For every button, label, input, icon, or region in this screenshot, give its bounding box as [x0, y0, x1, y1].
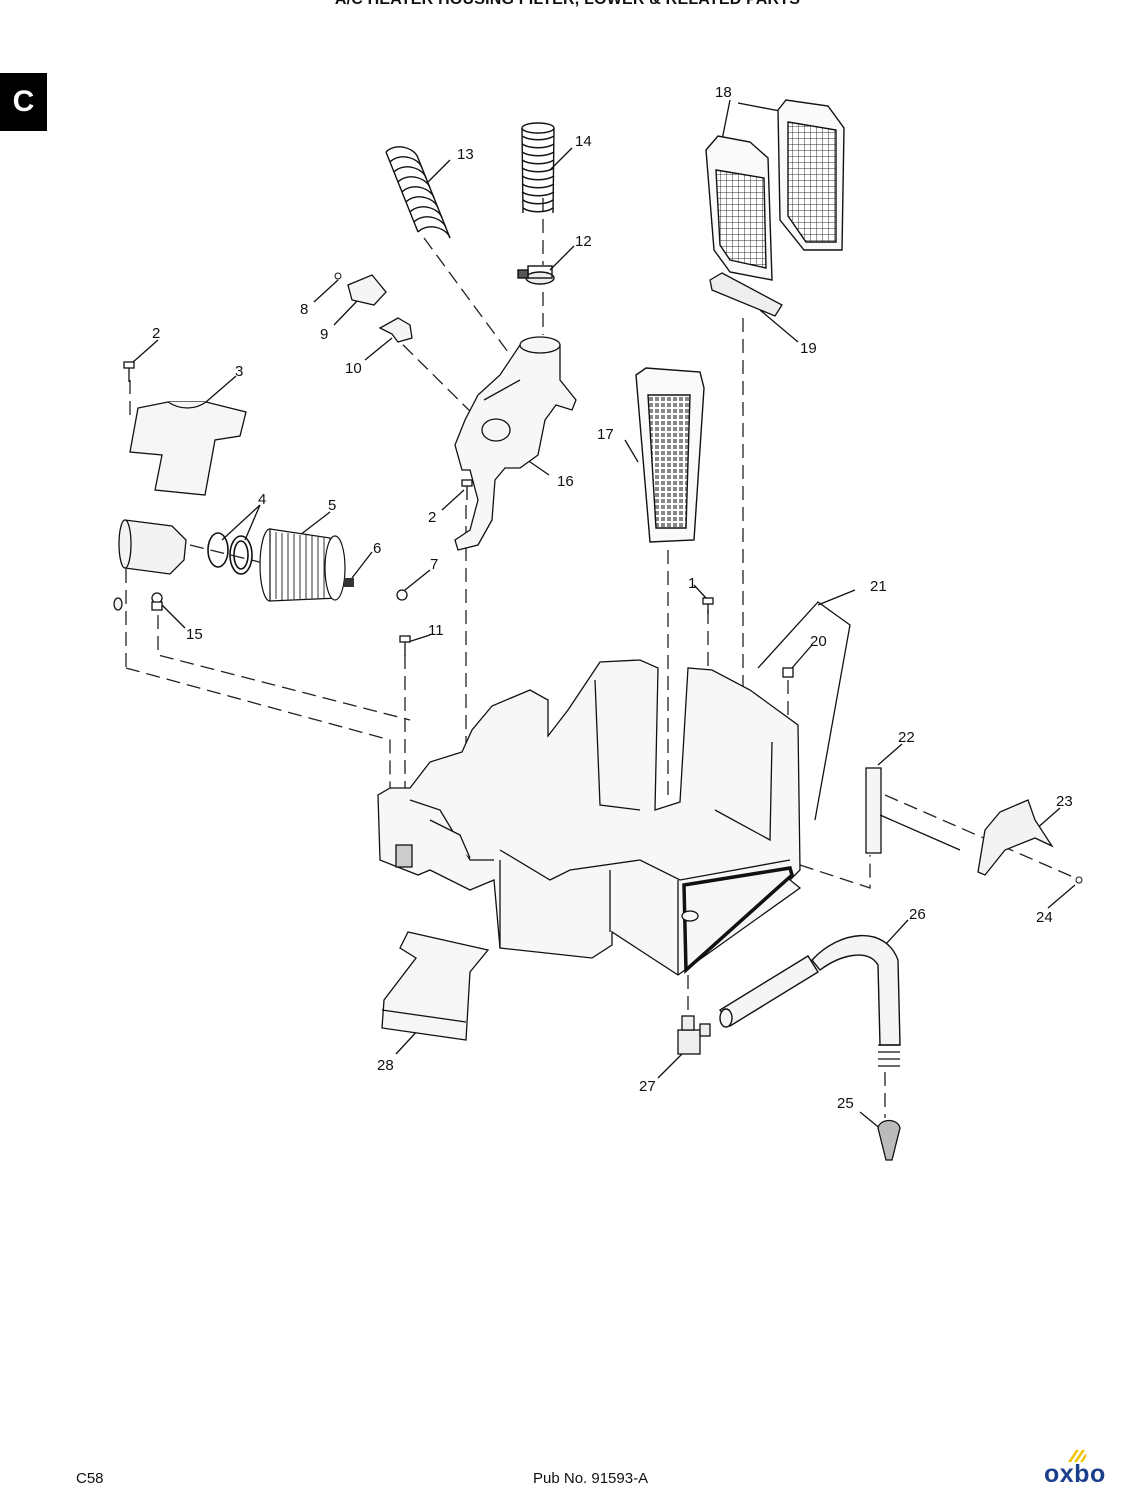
callout-7: 7 [430, 556, 438, 573]
callout-18: 18 [715, 84, 732, 101]
screw-11 [399, 635, 411, 656]
gaskets-4 [207, 532, 253, 575]
lower-housing [377, 659, 802, 976]
callout-14: 14 [575, 133, 592, 150]
callout-19: 19 [800, 340, 817, 357]
screw-2-upper [123, 361, 135, 382]
callout-21: 21 [870, 578, 887, 595]
plate-9 [347, 274, 387, 306]
callout-labels: 1 2 2 3 4 5 6 7 8 9 10 11 12 13 14 15 16… [152, 84, 1073, 1112]
blower-wheel-5 [259, 528, 346, 602]
callout-28: 28 [377, 1057, 394, 1074]
oxbo-logo: oxbo [1044, 1446, 1134, 1488]
callout-17: 17 [597, 426, 614, 443]
motor-cover-3 [129, 401, 247, 496]
screw-2-lower [461, 479, 473, 500]
screw-8 [334, 272, 342, 280]
callout-6: 6 [373, 540, 381, 557]
flex-hose-13 [385, 146, 451, 239]
callout-5: 5 [328, 497, 336, 514]
publication-number: Pub No. 91593-A [533, 1470, 649, 1487]
cover-plate-23 [977, 799, 1054, 876]
callout-3: 3 [235, 363, 243, 380]
filter-grille-18 [705, 99, 845, 281]
callout-22: 22 [898, 729, 915, 746]
callout-4: 4 [258, 491, 266, 508]
washer-7 [396, 589, 408, 601]
section-tab: C [0, 73, 47, 131]
logo-wordmark: oxbo [1044, 1460, 1106, 1488]
screw-24 [1075, 876, 1083, 884]
clip-20 [782, 667, 794, 678]
callout-15: 15 [186, 626, 203, 643]
callout-25: 25 [837, 1095, 854, 1112]
bracket-10 [378, 317, 413, 343]
callout-24: 24 [1036, 909, 1053, 926]
elbow-fitting-27 [677, 1015, 711, 1055]
callout-10: 10 [345, 360, 362, 377]
blower-motor [113, 519, 187, 611]
callout-16: 16 [557, 473, 574, 490]
hose-clamp-12 [517, 265, 555, 285]
callout-12: 12 [575, 233, 592, 250]
screw-1 [702, 597, 714, 614]
callout-11: 11 [428, 622, 444, 639]
foam-seal-19 [709, 272, 783, 317]
nut-6 [344, 578, 354, 587]
callout-8: 8 [300, 301, 308, 318]
callout-1: 1 [688, 575, 696, 592]
page-title: A/C HEATER HOUSING FILTER, LOWER & RELAT… [0, 0, 1135, 9]
drain-hose-26 [719, 934, 901, 1067]
fitting-15 [151, 592, 163, 611]
alignment-dash-lines [125, 198, 1081, 1118]
callout-20: 20 [810, 633, 827, 650]
drain-valve-25 [877, 1119, 901, 1161]
page-number: C58 [76, 1470, 104, 1487]
callout-23: 23 [1056, 793, 1073, 810]
callout-2: 2 [428, 509, 436, 526]
logo-mark-icon [1068, 1450, 1086, 1462]
callout-27: 27 [639, 1078, 656, 1095]
callout-26: 26 [909, 906, 926, 923]
callout-13: 13 [457, 146, 474, 163]
cabin-filter-17 [635, 367, 705, 543]
upper-duct-16 [454, 336, 577, 551]
callout-2: 2 [152, 325, 160, 342]
leader-lines [131, 99, 1076, 1131]
flex-hose-14 [521, 122, 555, 214]
seal-strip-22 [865, 767, 961, 854]
air-duct-28 [381, 931, 490, 1041]
callout-9: 9 [320, 326, 328, 343]
